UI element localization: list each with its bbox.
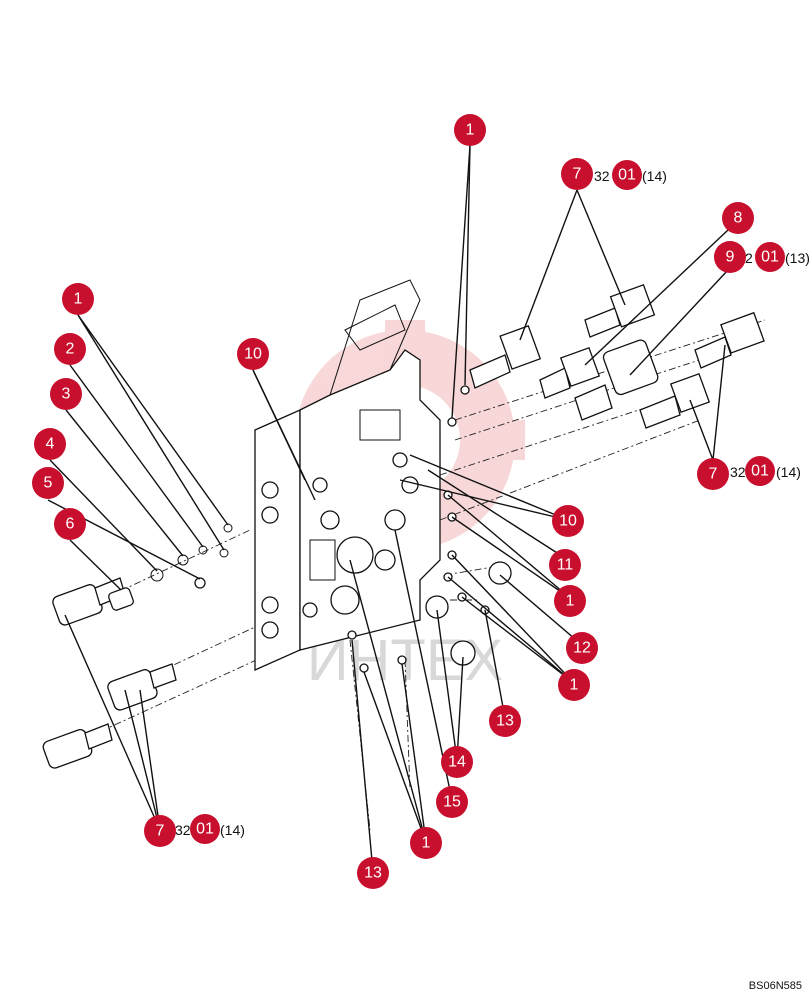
- callout-7: 7: [561, 158, 593, 190]
- svg-text:(14): (14): [776, 464, 801, 480]
- reference-label: 32 (14): [175, 822, 245, 838]
- callout-9: 9: [714, 241, 746, 273]
- callout-5: 5: [32, 467, 64, 499]
- solenoid-valve-right-4: [639, 372, 711, 429]
- ref-code-bubble: 01: [745, 456, 775, 486]
- callout-14: 14: [441, 746, 473, 778]
- ref-code-bubble: 01: [755, 242, 785, 272]
- svg-text:10: 10: [244, 346, 262, 363]
- solenoid-valve-left-3: [42, 723, 113, 769]
- svg-text:01: 01: [618, 167, 636, 184]
- callout-13: 13: [489, 705, 521, 737]
- figure-id: BS06N585: [748, 980, 802, 992]
- leader-lines: [47, 144, 729, 873]
- svg-text:13: 13: [364, 865, 382, 882]
- callout-1: 1: [410, 827, 442, 859]
- svg-text:(14): (14): [220, 822, 245, 838]
- reference-code-bubbles: 01 01 01 01: [190, 160, 785, 844]
- svg-text:32: 32: [175, 822, 191, 838]
- callout-10: 10: [552, 505, 584, 537]
- reference-label: 32 (14): [730, 464, 801, 480]
- svg-text:1: 1: [570, 677, 579, 694]
- callout-15: 15: [436, 786, 468, 818]
- svg-text:3: 3: [62, 386, 71, 403]
- svg-text:1: 1: [74, 291, 83, 308]
- ref-code-bubble: 01: [190, 814, 220, 844]
- svg-text:01: 01: [196, 821, 214, 838]
- svg-text:(13): (13): [785, 250, 810, 266]
- o-rings-and-plugs: [150, 385, 512, 673]
- svg-text:32: 32: [730, 464, 746, 480]
- callout-4: 4: [34, 428, 66, 460]
- svg-text:9: 9: [726, 249, 735, 266]
- callout-13: 13: [357, 857, 389, 889]
- svg-text:1: 1: [566, 593, 575, 610]
- svg-text:2: 2: [745, 250, 753, 266]
- callout-7: 7: [144, 815, 176, 847]
- solenoid-valve-left-2: [107, 663, 177, 711]
- reference-labels: 32 (14) 2 (13) 32 (14) 32 (14): [175, 168, 810, 838]
- svg-text:8: 8: [734, 210, 743, 227]
- svg-text:5: 5: [44, 475, 53, 492]
- svg-text:7: 7: [573, 166, 582, 183]
- callout-7: 7: [697, 458, 729, 490]
- callout-1: 1: [558, 669, 590, 701]
- svg-text:1: 1: [466, 122, 475, 139]
- callout-1: 1: [62, 283, 94, 315]
- solenoid-valve-right-3: [694, 311, 765, 369]
- svg-text:1: 1: [422, 835, 431, 852]
- solenoid-valve-9: [574, 339, 659, 421]
- svg-text:7: 7: [156, 823, 165, 840]
- svg-text:7: 7: [709, 466, 718, 483]
- svg-text:14: 14: [448, 754, 466, 771]
- callout-2: 2: [54, 333, 86, 365]
- callout-8: 8: [722, 202, 754, 234]
- ref-code-bubble: 01: [612, 160, 642, 190]
- callouts: 1 7 8 9 1 2 3 4 5 6 10 7 10 11 1 12 1 13…: [32, 114, 754, 889]
- plug-6: [108, 587, 134, 611]
- solenoid-valve-8: [539, 346, 601, 399]
- reference-label: 32 (14): [594, 168, 667, 184]
- reference-label: 2 (13): [745, 250, 810, 266]
- svg-text:2: 2: [66, 341, 75, 358]
- svg-text:13: 13: [496, 713, 514, 730]
- callout-12: 12: [566, 632, 598, 664]
- svg-text:12: 12: [573, 640, 591, 657]
- svg-text:01: 01: [751, 463, 769, 480]
- svg-text:32: 32: [594, 168, 610, 184]
- svg-text:6: 6: [66, 516, 75, 533]
- svg-text:15: 15: [443, 794, 461, 811]
- callout-1: 1: [454, 114, 486, 146]
- callout-6: 6: [54, 508, 86, 540]
- callout-3: 3: [50, 378, 82, 410]
- svg-text:4: 4: [46, 436, 55, 453]
- svg-text:10: 10: [559, 513, 577, 530]
- callout-11: 11: [549, 549, 581, 581]
- solenoid-valve-right-1: [469, 325, 542, 389]
- callout-10: 10: [237, 338, 269, 370]
- callout-1: 1: [554, 585, 586, 617]
- svg-text:11: 11: [557, 557, 574, 574]
- svg-text:01: 01: [761, 249, 779, 266]
- svg-text:(14): (14): [642, 168, 667, 184]
